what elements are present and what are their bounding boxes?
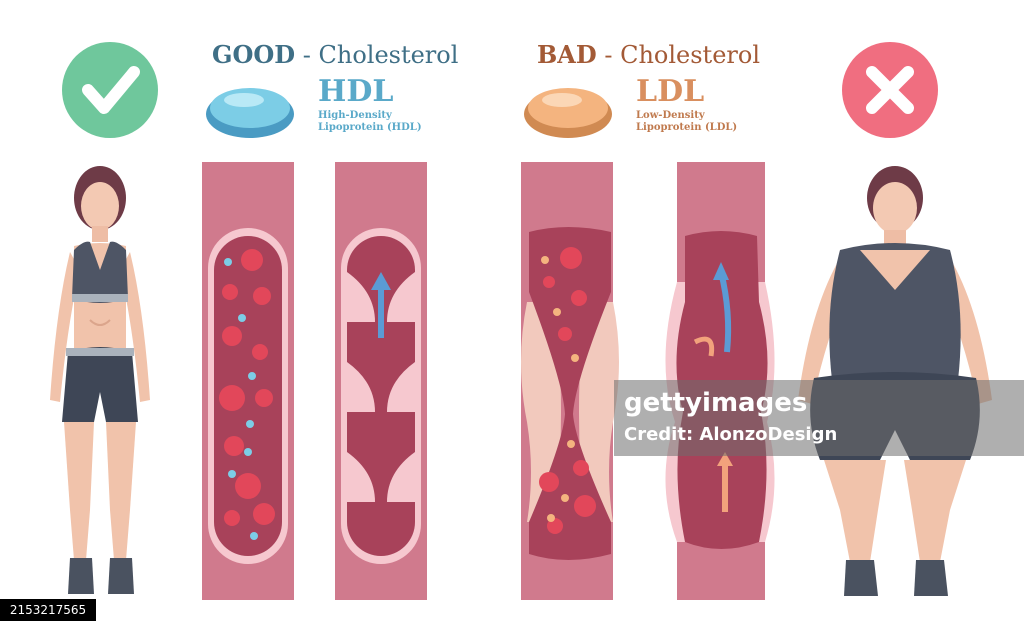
ldl-abbr: LDL [636, 74, 705, 109]
hdl-valve-cross-section [335, 162, 427, 600]
ldl-full-line1: Low-Density [636, 110, 705, 121]
hdl-artery-cross-section [202, 162, 294, 600]
stock-image-id: 2153217565 [0, 599, 96, 621]
hdl-full-name: High-Density Lipoprotein (HDL) [318, 110, 428, 134]
fit-woman-illustration [50, 166, 150, 594]
ldl-particle-icon [524, 88, 612, 138]
bad-word: BAD [537, 40, 597, 69]
good-badge [62, 42, 158, 138]
ldl-full-line2: Lipoprotein (LDL) [636, 122, 738, 133]
good-title: GOOD - Cholesterol [212, 40, 458, 69]
cross-icon [842, 42, 938, 138]
bad-badge [842, 42, 938, 138]
ldl-full-name: Low-Density Lipoprotein (LDL) [636, 110, 746, 134]
watermark-logo: gettyimages [624, 388, 808, 418]
good-word: GOOD [212, 40, 296, 69]
checkmark-icon [62, 42, 158, 138]
watermark-credit: Credit: AlonzoDesign [624, 424, 838, 445]
bad-title-rest: - Cholesterol [596, 41, 760, 69]
hdl-full-line1: High-Density [318, 110, 392, 121]
good-title-rest: - Cholesterol [295, 41, 459, 69]
hdl-abbr: HDL [318, 74, 394, 109]
hdl-full-line2: Lipoprotein (HDL) [318, 122, 422, 133]
hdl-particle-icon [206, 88, 294, 138]
ldl-plaque-cross-section [521, 162, 619, 600]
watermark-band [614, 380, 1024, 456]
bad-title: BAD - Cholesterol [537, 40, 760, 69]
